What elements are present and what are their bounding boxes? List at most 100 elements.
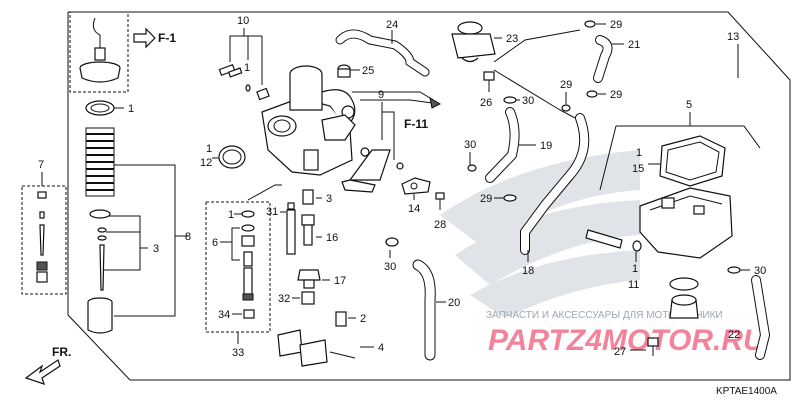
callout-32: 32 bbox=[278, 293, 290, 305]
float-valve-seat-17 bbox=[297, 269, 321, 289]
screw-27 bbox=[647, 337, 659, 356]
callout-3: 3 bbox=[326, 193, 332, 205]
throttle-slide bbox=[87, 297, 113, 334]
f1-arrow-icon bbox=[133, 27, 156, 49]
callout-28: 28 bbox=[434, 219, 446, 231]
callout-1: 1 bbox=[206, 143, 212, 155]
callout-30: 30 bbox=[464, 139, 476, 151]
hose-clip-25 bbox=[337, 64, 351, 78]
air-screw-part bbox=[36, 191, 48, 283]
jet-holder-3 bbox=[302, 189, 314, 205]
clip-29-top bbox=[584, 20, 596, 28]
callout-11: 11 bbox=[628, 279, 639, 291]
vent-hose-24 bbox=[335, 29, 430, 77]
callout-23: 23 bbox=[506, 33, 518, 45]
screw-28 bbox=[435, 192, 445, 210]
needle-jet-31 bbox=[286, 202, 296, 255]
callout-16: 16 bbox=[326, 232, 338, 244]
callout-29: 29 bbox=[610, 89, 622, 101]
assembly-frame bbox=[67, 11, 791, 381]
air-screw-box bbox=[21, 185, 67, 295]
drain-hose-20 bbox=[412, 259, 436, 361]
callout-20: 20 bbox=[448, 297, 460, 309]
fuel-hose-21 bbox=[593, 35, 613, 83]
drain-screw-11 bbox=[585, 229, 642, 252]
callout-3: 3 bbox=[153, 243, 159, 255]
callout-12: 12 bbox=[200, 157, 212, 169]
drain-tube-22 bbox=[751, 275, 771, 360]
slow-jet-16 bbox=[301, 214, 315, 246]
callout-9: 9 bbox=[378, 89, 384, 101]
callout-15: 15 bbox=[632, 163, 644, 175]
clip-30-right bbox=[727, 266, 741, 274]
callout-13: 13 bbox=[727, 31, 739, 43]
watermark-brand: PARTZ4MOTOR.RU bbox=[488, 324, 766, 357]
float-32 bbox=[301, 291, 315, 305]
bracket-14 bbox=[401, 177, 431, 195]
throttle-spring bbox=[85, 127, 115, 197]
callout-19: 19 bbox=[540, 140, 552, 152]
callout-1: 1 bbox=[244, 62, 250, 74]
callout-30: 30 bbox=[754, 265, 766, 277]
main-jet-assembly bbox=[241, 210, 255, 301]
fuel-filter-23 bbox=[451, 21, 496, 63]
callout-1: 1 bbox=[128, 103, 134, 115]
callout-24: 24 bbox=[386, 19, 398, 31]
throttle-bracket-9 bbox=[341, 147, 404, 193]
callout-2: 2 bbox=[360, 313, 366, 325]
clip-30-center bbox=[503, 96, 517, 104]
float-set-4 bbox=[277, 329, 356, 367]
hose-clip-30 bbox=[385, 237, 399, 247]
clip-29-left bbox=[561, 104, 571, 112]
float-chamber-body bbox=[639, 187, 733, 259]
callout-10: 10 bbox=[237, 15, 249, 27]
callout-21: 21 bbox=[628, 39, 640, 51]
jet-needle-clip bbox=[89, 209, 111, 291]
callout-27: 27 bbox=[614, 346, 626, 358]
callout-6: 6 bbox=[212, 237, 218, 249]
clip-29-lower bbox=[503, 194, 517, 202]
callout-1: 1 bbox=[636, 147, 642, 159]
float-valve-2 bbox=[335, 311, 347, 327]
callout-8: 8 bbox=[185, 231, 191, 243]
callout-4: 4 bbox=[378, 342, 384, 354]
front-direction-icon bbox=[24, 359, 61, 385]
jet-assembly-box bbox=[205, 201, 271, 333]
callout-5: 5 bbox=[686, 99, 692, 111]
watermark-text: ЗАПЧАСТИ И АКСЕССУАРЫ ДЛЯ МОТОТЕХНИКИ bbox=[486, 310, 723, 321]
overflow-hose-18 bbox=[520, 113, 590, 255]
callout-29: 29 bbox=[610, 19, 622, 31]
float-gasket-ring bbox=[85, 100, 115, 116]
float-chamber-box bbox=[616, 125, 761, 149]
clip-29-mid bbox=[586, 90, 598, 98]
washer-34 bbox=[243, 309, 255, 319]
float-chamber-gasket-15 bbox=[659, 135, 726, 187]
callout-22: 22 bbox=[728, 329, 740, 341]
callout-33: 33 bbox=[232, 347, 244, 359]
front-direction-label: FR. bbox=[52, 345, 71, 359]
callout-26: 26 bbox=[480, 97, 492, 109]
screw-26 bbox=[483, 71, 495, 92]
ref-f11-label: F-11 bbox=[404, 117, 428, 131]
fuel-cap-icon bbox=[79, 17, 121, 83]
carburetor-body bbox=[261, 65, 356, 176]
insulator-gasket-12 bbox=[218, 145, 246, 169]
background-wing-logo bbox=[440, 150, 640, 318]
callout-31: 31 bbox=[266, 206, 278, 218]
callout-34: 34 bbox=[218, 309, 230, 321]
callout-7: 7 bbox=[38, 159, 44, 171]
callout-29: 29 bbox=[480, 193, 492, 205]
callout-29: 29 bbox=[560, 79, 572, 91]
callout-25: 25 bbox=[362, 65, 374, 77]
pilot-screw-part bbox=[218, 64, 270, 101]
drain-plug-27 bbox=[669, 277, 699, 319]
part-code-label: KPTAE1400A bbox=[716, 386, 777, 397]
callout-30: 30 bbox=[384, 261, 396, 273]
callout-30: 30 bbox=[522, 95, 534, 107]
callout-17: 17 bbox=[334, 275, 346, 287]
clip-30-hose bbox=[467, 164, 477, 172]
callout-14: 14 bbox=[408, 203, 420, 215]
breather-hose-19 bbox=[485, 107, 520, 183]
fuel-cap-box bbox=[69, 11, 129, 93]
